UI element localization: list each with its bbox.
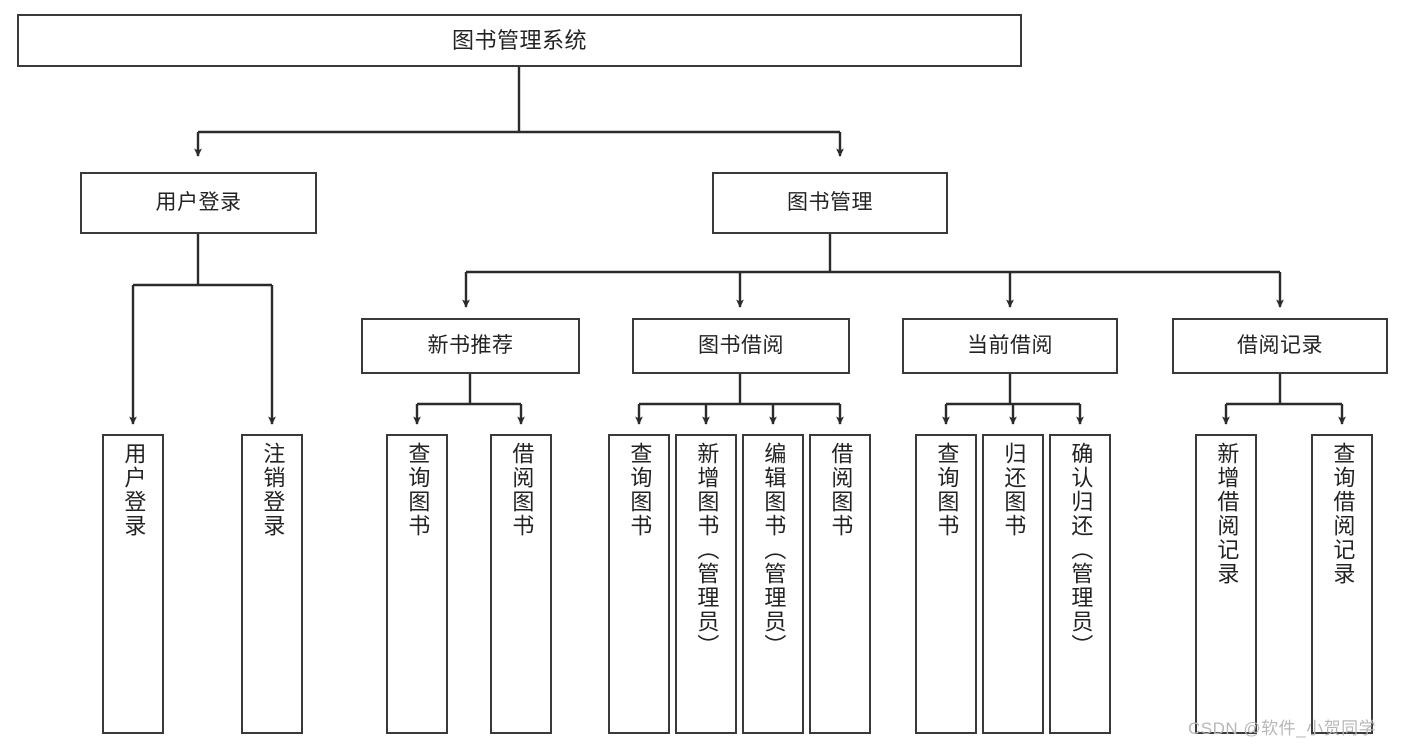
node-new-book-recommend-label: 新书推荐 xyxy=(427,333,514,357)
leaf-user-login-label: 用户登录 xyxy=(121,442,147,538)
leaf-return-book[interactable]: 归还图书 xyxy=(982,434,1044,734)
node-root[interactable]: 图书管理系统 xyxy=(17,14,1022,67)
leaf-confirm-return-label: 确认归还（管理员） xyxy=(1068,442,1094,658)
leaf-return-book-label: 归还图书 xyxy=(1001,442,1027,538)
leaf-borrow-book-1-label: 借阅图书 xyxy=(509,442,535,538)
node-user-login[interactable]: 用户登录 xyxy=(80,172,317,234)
leaf-query-book-1[interactable]: 查询图书 xyxy=(386,434,448,734)
node-book-borrow-label: 图书借阅 xyxy=(698,333,784,357)
leaf-borrow-book-1[interactable]: 借阅图书 xyxy=(490,434,552,734)
leaf-borrow-book-2-label: 借阅图书 xyxy=(828,442,854,538)
leaf-add-record-label: 新增借阅记录 xyxy=(1214,442,1240,586)
leaf-query-record[interactable]: 查询借阅记录 xyxy=(1311,434,1373,734)
leaf-edit-book[interactable]: 编辑图书（管理员） xyxy=(742,434,804,734)
leaf-add-record[interactable]: 新增借阅记录 xyxy=(1195,434,1257,734)
leaf-logout-login[interactable]: 注销登录 xyxy=(241,434,303,734)
node-current-borrow-label: 当前借阅 xyxy=(967,333,1053,357)
leaf-add-book-label: 新增图书（管理员） xyxy=(694,442,720,658)
leaf-user-login[interactable]: 用户登录 xyxy=(102,434,164,734)
node-new-book-recommend[interactable]: 新书推荐 xyxy=(361,318,580,374)
node-book-borrow[interactable]: 图书借阅 xyxy=(632,318,850,374)
csdn-watermark: CSDN @软件_小贺同学 xyxy=(1188,719,1377,738)
leaf-confirm-return[interactable]: 确认归还（管理员） xyxy=(1049,434,1111,734)
leaf-query-book-2[interactable]: 查询图书 xyxy=(608,434,670,734)
node-book-manage[interactable]: 图书管理 xyxy=(712,172,948,234)
leaf-query-book-3[interactable]: 查询图书 xyxy=(915,434,977,734)
leaf-query-book-3-label: 查询图书 xyxy=(934,442,960,538)
node-book-manage-label: 图书管理 xyxy=(787,190,873,214)
leaf-query-book-1-label: 查询图书 xyxy=(405,442,431,538)
node-borrow-record[interactable]: 借阅记录 xyxy=(1172,318,1388,374)
leaf-add-book[interactable]: 新增图书（管理员） xyxy=(675,434,737,734)
node-user-login-label: 用户登录 xyxy=(155,190,242,214)
leaf-edit-book-label: 编辑图书（管理员） xyxy=(761,442,787,658)
node-borrow-record-label: 借阅记录 xyxy=(1237,333,1323,357)
leaf-query-book-2-label: 查询图书 xyxy=(627,442,653,538)
node-current-borrow[interactable]: 当前借阅 xyxy=(902,318,1118,374)
node-root-label: 图书管理系统 xyxy=(451,27,587,53)
leaf-query-record-label: 查询借阅记录 xyxy=(1330,442,1356,586)
leaf-logout-login-label: 注销登录 xyxy=(260,442,286,538)
leaf-borrow-book-2[interactable]: 借阅图书 xyxy=(809,434,871,734)
